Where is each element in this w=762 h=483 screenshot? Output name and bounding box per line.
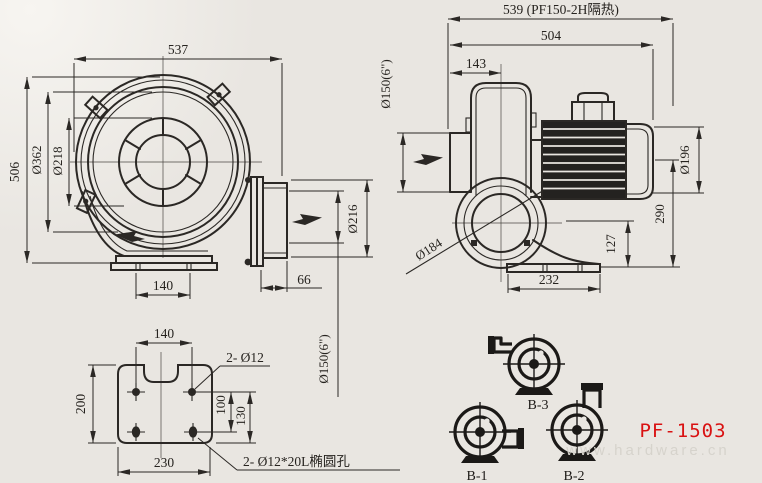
dim-127: 127 bbox=[603, 234, 618, 254]
dim-phi150-front: Ø150(6") bbox=[316, 334, 331, 383]
front-view: 537 506 Ø362 Ø218 Ø150(6") Ø216 66 140 bbox=[7, 42, 373, 397]
outlet-duct bbox=[244, 176, 288, 267]
dim-phi362: Ø362 bbox=[29, 146, 44, 175]
dim-66: 66 bbox=[297, 272, 311, 287]
view-label-b3: B-3 bbox=[528, 398, 549, 413]
dim-537: 537 bbox=[168, 42, 189, 57]
oval-holes-label: 2- Ø12*20L椭圆孔 bbox=[243, 454, 350, 469]
inlet-grille bbox=[124, 117, 202, 207]
dim-phi216: Ø216 bbox=[345, 204, 360, 233]
dim-130: 130 bbox=[233, 406, 248, 426]
mount-ear-top-left bbox=[83, 95, 109, 120]
model-number: PF-1503 bbox=[639, 420, 726, 442]
dim-200: 200 bbox=[73, 394, 88, 415]
view-label-b2: B-2 bbox=[564, 469, 585, 483]
dim-100: 100 bbox=[213, 395, 228, 415]
view-label-b1: B-1 bbox=[467, 469, 488, 483]
dim-230: 230 bbox=[154, 455, 175, 470]
flow-arrow-right-icon bbox=[292, 214, 322, 225]
dim-phi150-side: Ø150(6") bbox=[378, 59, 393, 108]
orientation-view-b1 bbox=[449, 402, 524, 463]
dim-232: 232 bbox=[539, 272, 559, 287]
base-plate-view: 140 200 100 130 230 2- Ø12 2- Ø12*20L椭圆孔 bbox=[73, 326, 400, 476]
dim-290: 290 bbox=[652, 204, 667, 224]
dim-140-base: 140 bbox=[154, 326, 175, 341]
watermark-text: www.hardware.cn bbox=[565, 442, 729, 459]
flow-arrow-inlet-icon bbox=[413, 154, 443, 165]
dim-phi218: Ø218 bbox=[50, 147, 65, 176]
dim-phi184: Ø184 bbox=[412, 235, 445, 264]
side-view: Ø184 bbox=[378, 2, 704, 293]
dim-140-front: 140 bbox=[153, 278, 174, 293]
orientation-view-b2 bbox=[546, 383, 608, 461]
orientation-view-b3 bbox=[488, 334, 565, 395]
mount-ear-top-right bbox=[206, 82, 232, 107]
round-holes-label: 2- Ø12 bbox=[226, 350, 264, 365]
dim-506: 506 bbox=[7, 162, 22, 183]
dim-504: 504 bbox=[541, 28, 562, 43]
motor bbox=[541, 120, 627, 200]
flow-arrow-left-icon bbox=[115, 231, 145, 242]
terminal-box bbox=[571, 92, 615, 122]
mount-ear-bottom-left bbox=[75, 188, 97, 215]
dim-143: 143 bbox=[466, 56, 487, 71]
dim-phi196: Ø196 bbox=[677, 145, 692, 174]
mounting-holes bbox=[127, 383, 202, 441]
dim-539-insulated: 539 (PF150-2H隔热) bbox=[503, 2, 619, 17]
